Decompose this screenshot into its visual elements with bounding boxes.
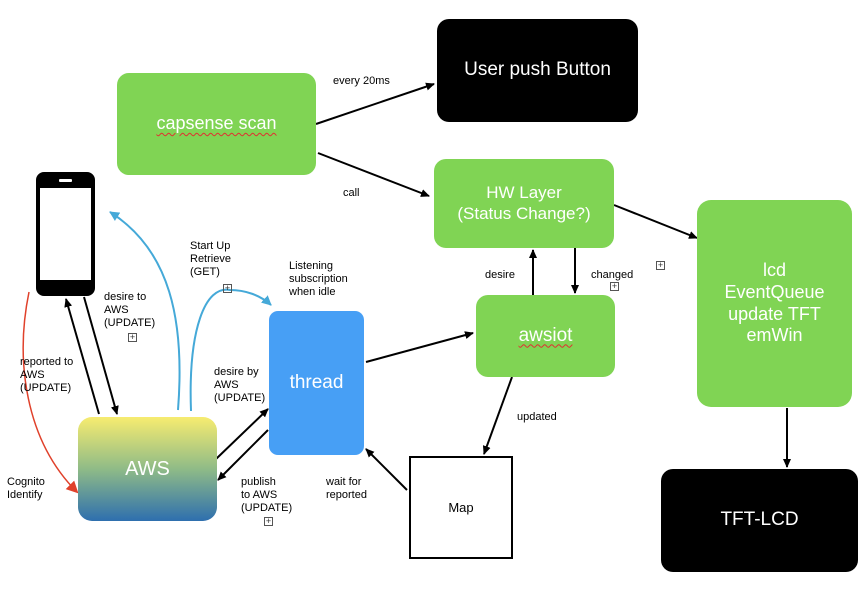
node-capsense-label: capsense scan	[156, 113, 277, 134]
node-thread-label: thread	[289, 371, 344, 393]
edge-thread-to-awsiot	[365, 331, 474, 363]
label-every-20ms: every 20ms	[333, 75, 390, 87]
node-capsense-scan[interactable]: capsense scan	[117, 73, 316, 175]
label-start-up-retrieve: Start Up Retrieve (GET)	[190, 240, 231, 278]
node-aws[interactable]: AWS	[78, 417, 217, 521]
node-map-label: Map	[448, 499, 474, 515]
node-user-push-button[interactable]: User push Button	[437, 19, 638, 122]
node-hw-layer-label: HW Layer (Status Change?)	[457, 183, 591, 223]
edge-cognito-identify	[22, 291, 79, 494]
edge-aws-to-phone	[64, 298, 100, 415]
edge-aws-to-thread	[215, 408, 269, 460]
expand-icon[interactable]: +	[128, 332, 137, 342]
expand-icon[interactable]: +	[610, 281, 619, 291]
edge-hwlayer-to-lcd	[613, 204, 698, 239]
phone-speaker	[59, 179, 72, 182]
label-cognito-identify: Cognito Identify	[7, 476, 45, 501]
expand-icon[interactable]: +	[656, 260, 665, 270]
edge-capsense-to-userpush	[315, 82, 435, 125]
expand-icon[interactable]: +	[264, 516, 273, 526]
label-wait-for-reported: wait for reported	[326, 476, 367, 501]
edge-map-to-thread	[365, 448, 408, 491]
label-call: call	[343, 187, 360, 199]
edge-aws-to-phone-get	[109, 211, 181, 411]
node-thread[interactable]: thread	[269, 311, 364, 455]
edge-awsiot-to-map	[482, 376, 513, 455]
label-listening-subscription: Listening subscription when idle	[289, 260, 348, 298]
label-updated: updated	[517, 411, 557, 423]
edge-thread-to-aws	[217, 429, 269, 481]
label-desire-to-aws: desire to AWS (UPDATE)	[104, 291, 156, 329]
node-hw-layer[interactable]: HW Layer (Status Change?)	[434, 159, 614, 248]
node-lcd-eventqueue[interactable]: lcd EventQueue update TFT emWin	[697, 200, 852, 407]
node-lcd-eventqueue-label: lcd EventQueue update TFT emWin	[724, 260, 825, 346]
edge-phone-to-aws	[83, 296, 119, 415]
node-user-push-label: User push Button	[464, 59, 611, 81]
edge-capsense-to-hwlayer	[317, 152, 430, 197]
node-aws-label: AWS	[125, 458, 170, 480]
node-tft-lcd-label: TFT-LCD	[720, 509, 799, 531]
label-desire: desire	[485, 269, 515, 281]
edge-aws-to-thread-startup	[189, 288, 272, 412]
label-reported-to-aws: reported to AWS (UPDATE)	[20, 356, 74, 394]
node-awsiot[interactable]: awsiot	[476, 295, 615, 377]
node-awsiot-label: awsiot	[518, 324, 573, 346]
label-changed: changed	[591, 269, 634, 281]
phone-screen	[40, 188, 91, 280]
label-desire-by-aws: desire by AWS (UPDATE)	[214, 366, 266, 404]
node-tft-lcd[interactable]: TFT-LCD	[661, 469, 858, 572]
expand-icon[interactable]: +	[223, 283, 232, 293]
node-map[interactable]: Map	[409, 456, 513, 559]
smartphone-icon	[36, 172, 95, 296]
label-publish-to-aws: publish to AWS (UPDATE)	[241, 476, 293, 514]
